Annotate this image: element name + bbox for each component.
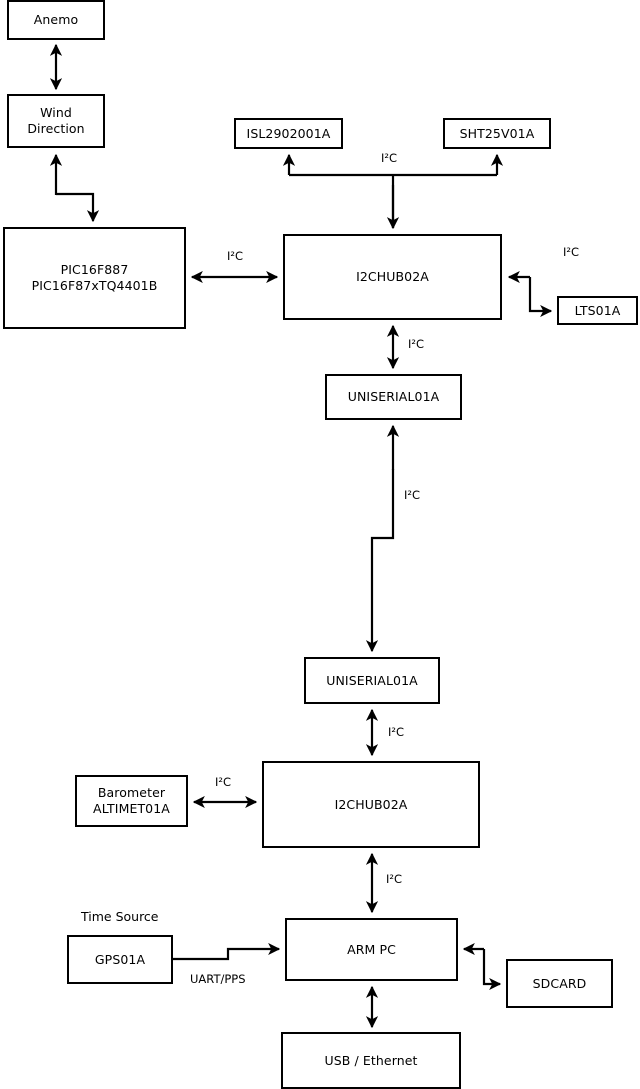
node-sht25v01a-label: SHT25V01A [459,125,535,141]
node-usb-ethernet[interactable]: USB / Ethernet [281,1032,461,1089]
node-wind-direction-label: Wind Direction [27,105,85,136]
edge-label-i2c-hub-uniserial: I²C [408,337,425,351]
edge-label-i2c-barometer-hub2: I²C [215,775,232,789]
node-sdcard[interactable]: SDCARD [506,959,613,1008]
node-i2chub02a-lower-label: I2CHUB02A [334,796,408,812]
node-arm-pc-label: ARM PC [347,941,396,957]
node-usb-ethernet-label: USB / Ethernet [324,1052,418,1068]
node-lts01a[interactable]: LTS01A [557,296,638,325]
node-uniserial01a-upper[interactable]: UNISERIAL01A [325,374,462,420]
node-anemo[interactable]: Anemo [7,0,105,40]
node-wind-direction[interactable]: Wind Direction [7,94,105,148]
edge-label-i2c-top-bus: I²C [381,151,398,165]
edge-label-i2c-uniserial-link: I²C [404,488,421,502]
node-anemo-label: Anemo [33,12,79,28]
node-uniserial01a-upper-label: UNISERIAL01A [347,389,440,405]
node-sdcard-label: SDCARD [532,975,587,991]
edge-label-i2c-uniserial-hub2: I²C [388,725,405,739]
node-sht25v01a[interactable]: SHT25V01A [443,118,551,149]
label-time-source: Time Source [81,909,159,924]
node-lts01a-label: LTS01A [574,302,621,318]
node-i2chub02a-lower[interactable]: I2CHUB02A [262,761,480,848]
node-barometer-altimet01a-label: Barometer ALTIMET01A [93,785,170,816]
node-pic-microcontroller-label: PIC16F887 PIC16F87xTQ4401B [31,262,158,293]
connector-uniserial-long-link [365,469,395,653]
node-barometer-altimet01a[interactable]: Barometer ALTIMET01A [75,775,188,827]
node-gps01a[interactable]: GPS01A [67,935,173,984]
node-i2chub02a-upper-label: I2CHUB02A [356,269,429,285]
node-uniserial01a-lower-label: UNISERIAL01A [326,672,418,688]
connector-wind-pic-path [56,192,100,223]
connector-gps-armpc [173,942,281,961]
edge-label-uart-pps: UART/PPS [190,972,246,986]
edge-label-i2c-pic-hub: I²C [227,249,244,263]
node-isl2902001a[interactable]: ISL2902001A [234,118,343,149]
node-pic-microcontroller[interactable]: PIC16F887 PIC16F87xTQ4401B [3,227,186,329]
node-arm-pc[interactable]: ARM PC [285,918,458,981]
node-uniserial01a-lower[interactable]: UNISERIAL01A [304,657,440,704]
edge-label-i2c-hub-lts: I²C [563,245,580,259]
connector-armpc-sdcard-loop [482,949,502,991]
edge-label-i2c-hub2-armpc: I²C [386,872,403,886]
connector-hub1-lts-loop [528,277,553,318]
node-i2chub02a-upper[interactable]: I2CHUB02A [283,234,502,320]
node-isl2902001a-label: ISL2902001A [246,125,331,141]
node-gps01a-label: GPS01A [94,951,146,967]
